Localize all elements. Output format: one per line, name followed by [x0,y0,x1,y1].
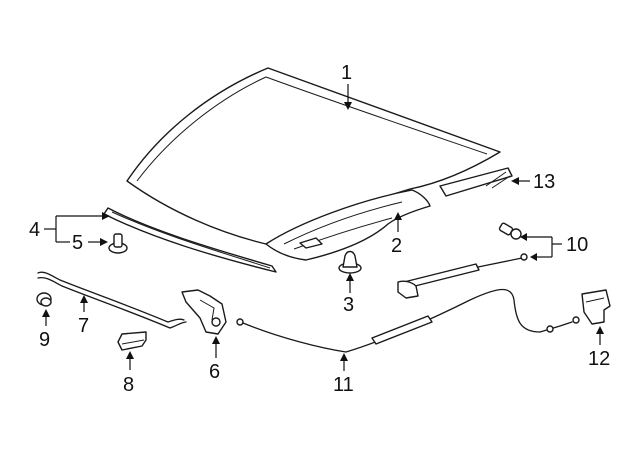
hood-inner-frame [265,189,431,261]
callout-11: 11 [333,374,354,396]
leader-9 [42,309,50,326]
callout-6: 6 [209,361,220,383]
callout-13: 13 [533,171,555,193]
callout-4: 4 [29,219,40,241]
hood-panel [126,67,501,246]
clip [36,292,52,307]
leader-6 [212,336,220,358]
strut-bolt [498,222,522,240]
callout-9: 9 [39,329,50,351]
callout-1: 1 [341,62,352,84]
callout-10: 10 [566,234,588,256]
callout-12: 12 [588,348,610,370]
leader-7 [80,295,88,312]
leader-12 [596,326,604,345]
leader-2 [394,212,402,232]
callout-8: 8 [123,374,134,396]
callout-2: 2 [391,235,402,257]
leader-13 [511,177,530,185]
release-handle [581,289,611,325]
leader-8 [126,351,134,370]
front-seal-rod [37,271,187,329]
leader-4 [44,212,110,243]
leader-1 [344,84,352,110]
leader-5 [88,238,108,246]
leader-11 [340,353,348,371]
leader-3 [346,273,354,293]
hood-latch [181,289,227,335]
callout-7: 7 [78,315,89,337]
callout-3: 3 [343,294,354,316]
callout-5: 5 [72,232,83,254]
latch-bracket [117,331,147,351]
push-clip [108,233,128,254]
weatherstrip [103,207,277,273]
seal-strip [439,167,513,197]
bumper-stop [338,250,362,274]
release-cable [236,288,580,353]
leader-10 [520,233,562,261]
hood-support-strut [397,253,528,299]
